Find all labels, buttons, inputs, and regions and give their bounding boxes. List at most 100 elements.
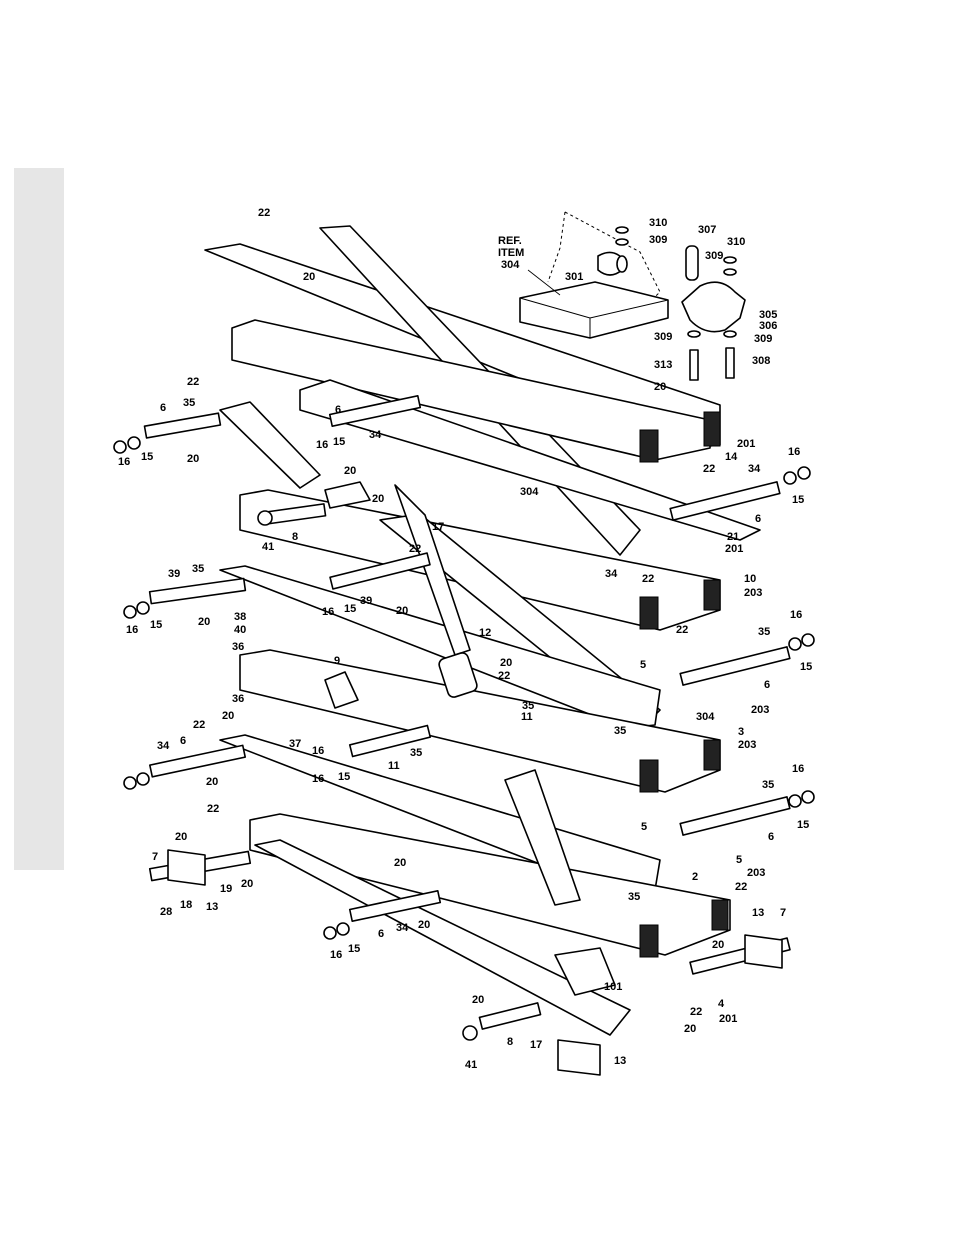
callout-37: 37 bbox=[289, 738, 301, 750]
callout-35: 35 bbox=[762, 779, 774, 791]
callout-22: 22 bbox=[690, 1006, 702, 1018]
callout-16: 16 bbox=[330, 949, 342, 961]
callout-15: 15 bbox=[792, 494, 804, 506]
washer-309b bbox=[723, 268, 737, 276]
callout-35: 35 bbox=[522, 700, 534, 712]
callout-20: 20 bbox=[684, 1023, 696, 1035]
callout-17: 17 bbox=[432, 521, 444, 533]
inset-ref-label: REF. bbox=[498, 235, 522, 247]
callout-15: 15 bbox=[797, 819, 809, 831]
callout-3: 3 bbox=[738, 726, 744, 738]
washer-16-c bbox=[123, 776, 137, 790]
washer-15-f bbox=[788, 794, 802, 808]
callout-20: 20 bbox=[654, 381, 666, 393]
block-13-left bbox=[167, 849, 206, 886]
callout-16: 16 bbox=[312, 773, 324, 785]
washer-15-g bbox=[783, 471, 797, 485]
callout-203: 203 bbox=[744, 587, 762, 599]
arm-bottom-1 bbox=[249, 813, 731, 956]
callout-12: 12 bbox=[479, 627, 491, 639]
block-13-right bbox=[744, 934, 783, 969]
shaft-34-left bbox=[149, 744, 247, 778]
washer-309 bbox=[615, 238, 629, 246]
callout-201: 201 bbox=[737, 438, 755, 450]
inset-block bbox=[519, 281, 669, 339]
washer-16-f bbox=[801, 790, 815, 804]
callout-101: 101 bbox=[604, 981, 622, 993]
callout-22: 22 bbox=[258, 207, 270, 219]
callout-5: 5 bbox=[640, 659, 646, 671]
callout-304: 304 bbox=[696, 711, 715, 723]
callout-16: 16 bbox=[126, 624, 138, 636]
callout-35: 35 bbox=[628, 891, 640, 903]
washer-16-d bbox=[323, 926, 337, 940]
callout-306: 306 bbox=[759, 320, 777, 332]
callout-20: 20 bbox=[472, 994, 484, 1006]
bolt-313 bbox=[689, 349, 699, 381]
callout-39: 39 bbox=[168, 568, 180, 580]
callout-17: 17 bbox=[530, 1039, 542, 1051]
callout-35: 35 bbox=[410, 747, 422, 759]
cylinder-body-12 bbox=[438, 652, 478, 698]
callout-22: 22 bbox=[676, 624, 688, 636]
callout-7: 7 bbox=[780, 907, 786, 919]
callout-305: 305 bbox=[759, 309, 777, 321]
arm-top-3 bbox=[231, 319, 711, 461]
callout-22: 22 bbox=[735, 881, 747, 893]
washer-309d bbox=[723, 330, 737, 338]
callout-20: 20 bbox=[372, 493, 384, 505]
callout-307: 307 bbox=[698, 224, 716, 236]
callout-22: 22 bbox=[187, 376, 199, 388]
callout-10: 10 bbox=[744, 573, 756, 585]
channel-bracket bbox=[219, 401, 321, 489]
end-cap-5 bbox=[639, 759, 659, 793]
washer-16-b bbox=[123, 605, 137, 619]
callout-28: 28 bbox=[160, 906, 172, 918]
callout-16: 16 bbox=[792, 763, 804, 775]
shaft-39-center bbox=[329, 552, 431, 590]
scissor-arms bbox=[204, 225, 761, 1036]
spacer-307 bbox=[685, 245, 699, 281]
arm-bottom-2 bbox=[254, 839, 631, 1036]
inset-item-number: 304 bbox=[501, 259, 520, 271]
callout-5: 5 bbox=[736, 854, 742, 866]
shaft-6-left-1 bbox=[143, 412, 222, 439]
bolt-308 bbox=[725, 347, 735, 379]
callout-36: 36 bbox=[232, 641, 244, 653]
callout-15: 15 bbox=[338, 771, 350, 783]
callout-309: 309 bbox=[654, 331, 672, 343]
callout-310: 310 bbox=[649, 217, 667, 229]
callout-20: 20 bbox=[418, 919, 430, 931]
callout-34: 34 bbox=[396, 922, 409, 934]
callout-34: 34 bbox=[605, 568, 618, 580]
callout-16: 16 bbox=[322, 606, 334, 618]
block-13-bottom bbox=[557, 1039, 601, 1076]
callout-16: 16 bbox=[312, 745, 324, 757]
slide-blocks-13 bbox=[167, 401, 783, 1076]
callout-304: 304 bbox=[520, 486, 539, 498]
callout-22: 22 bbox=[207, 803, 219, 815]
washer-15-b bbox=[136, 601, 150, 615]
callout-20: 20 bbox=[344, 465, 356, 477]
callout-22: 22 bbox=[703, 463, 715, 475]
callout-16: 16 bbox=[788, 446, 800, 458]
end-cap-3 bbox=[639, 596, 659, 630]
callout-13: 13 bbox=[614, 1055, 626, 1067]
washer-41-bottom bbox=[462, 1025, 478, 1041]
callout-15: 15 bbox=[333, 436, 345, 448]
callout-40: 40 bbox=[234, 624, 246, 636]
callout-41: 41 bbox=[465, 1059, 477, 1071]
callout-20: 20 bbox=[303, 271, 315, 283]
callout-20: 20 bbox=[394, 857, 406, 869]
washer-15-d bbox=[336, 922, 350, 936]
shaft-6-center-1 bbox=[328, 394, 422, 428]
callout-20: 20 bbox=[206, 776, 218, 788]
callout-41: 41 bbox=[262, 541, 274, 553]
callout-34: 34 bbox=[748, 463, 761, 475]
cylinder-bracket bbox=[504, 769, 581, 906]
callout-35: 35 bbox=[183, 397, 195, 409]
callout-310: 310 bbox=[727, 236, 745, 248]
shaft-6-right-2 bbox=[679, 646, 791, 686]
callout-20: 20 bbox=[241, 878, 253, 890]
